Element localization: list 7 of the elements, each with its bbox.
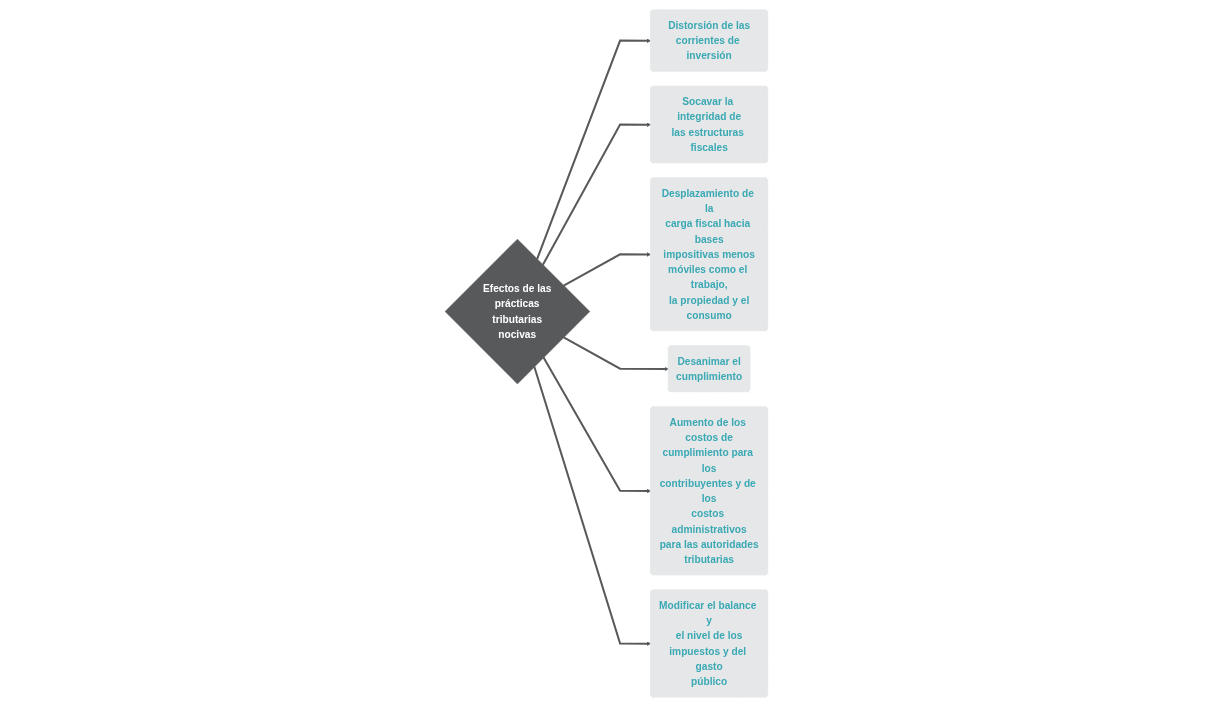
arrow: [562, 252, 651, 287]
arrow: [535, 38, 651, 260]
arrow: [533, 366, 651, 646]
arrow: [541, 122, 651, 266]
node-diamond: Efectos de las prácticas tributarias nocivas: [444, 238, 590, 385]
arrow: [562, 336, 669, 372]
arrow: [542, 357, 651, 494]
